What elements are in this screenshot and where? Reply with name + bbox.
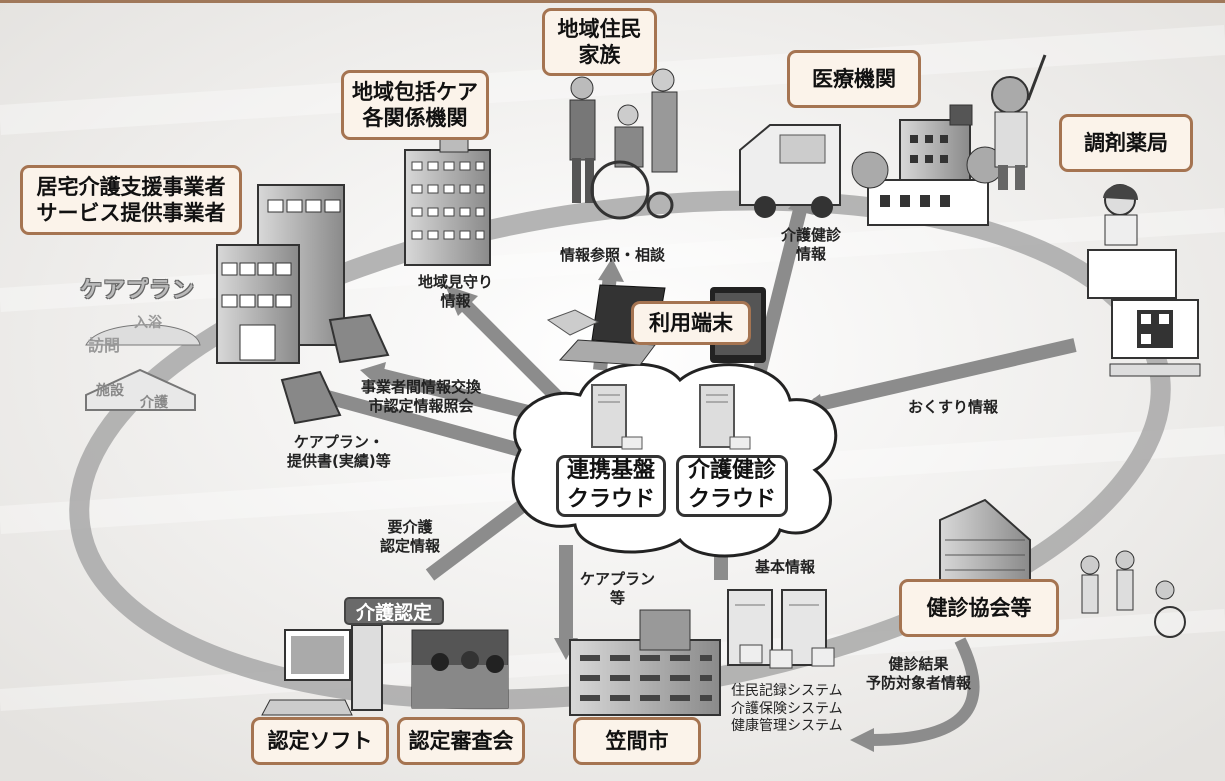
provider-building-front-icon	[216, 244, 300, 364]
box-user-terminal: 利用端末	[631, 301, 751, 345]
box-yakkyoku-line1: 調剤薬局	[1084, 130, 1168, 155]
houmon-art: 訪問	[88, 336, 121, 355]
label-careplan-to: ケアプラン 等	[580, 570, 655, 608]
cloud-kaigo-line1: 介護健診	[687, 458, 776, 484]
box-jumin-line1: 地域住民	[557, 16, 642, 41]
careplan-logo-art: ケアプラン	[80, 278, 196, 303]
label-careplan-teikyo-line2: 提供書(実績)等	[287, 451, 391, 470]
ambulance-icon	[739, 124, 841, 218]
arrow-kenshin-kekka	[869, 637, 980, 746]
box-kyotaku-line2: サービス提供事業者	[36, 201, 226, 225]
box-jumin-line2: 家族	[578, 43, 621, 67]
label-kaigo-info-line1: 介護健診	[781, 226, 842, 244]
nintei-pc-icon	[261, 624, 383, 716]
pharmacist-illustration	[1087, 184, 1177, 299]
top-rule	[0, 0, 1225, 3]
arrowhead-mimamori	[445, 285, 478, 316]
box-nintei-soft: 認定ソフト	[251, 717, 389, 765]
label-jigyosha-line1: 事業者間情報交換	[361, 378, 482, 396]
box-medical-institution: 医療機関	[787, 50, 921, 108]
label-yokaigo-line2: 認定情報	[380, 536, 441, 555]
arrow-okusuri	[813, 338, 1077, 412]
arrow-yokaigo	[425, 494, 535, 581]
community-center-building-icon	[404, 131, 491, 266]
box-nintei-shinsa: 認定審査会	[397, 717, 525, 765]
cloud-label-kaigo-kenshin: 介護健診 クラウド	[676, 455, 788, 517]
box-kasama-line1: 笠間市	[605, 728, 669, 753]
cloud-server-left	[591, 384, 643, 450]
label-careplan-teikyo: ケアプラン・ 提供書(実績)等	[287, 433, 391, 471]
label-mimamori-line1: 地域見守り	[418, 273, 494, 291]
phone-icon	[546, 309, 600, 336]
label-jigyosha: 事業者間情報交換 市認定情報照会	[361, 378, 481, 416]
box-residents-family: 地域住民 家族	[542, 8, 657, 76]
label-kihon: 基本情報	[755, 558, 815, 577]
arrow-kaigo-kenshin-info	[753, 208, 807, 372]
box-pharmacy: 調剤薬局	[1059, 114, 1193, 172]
label-systems-line1: 住民記録システム	[731, 683, 843, 699]
label-jigyosha-line2: 市認定情報照会	[368, 396, 474, 415]
care-services-illustration	[85, 324, 201, 411]
box-kyotaku-line1: 居宅介護支援事業者	[36, 174, 226, 199]
arrowhead-jigyosha	[360, 362, 386, 388]
label-kenshin-kekka: 健診結果 予防対象者情報	[866, 655, 971, 693]
residents-family-illustration	[569, 68, 678, 220]
cloud-server-right	[699, 384, 751, 450]
city-hall-building-icon	[569, 609, 721, 716]
label-systems-line3: 健康管理システム	[731, 718, 843, 734]
label-kihon-line1: 基本情報	[755, 558, 816, 576]
label-yokaigo-line1: 要介護	[387, 518, 433, 536]
box-nintei-soft-line1: 認定ソフト	[267, 728, 373, 753]
box-houkatsu-line2: 各関係機関	[362, 106, 468, 130]
arrow-mimamori	[455, 295, 565, 405]
arrow-careplan	[318, 388, 522, 457]
arrowhead-sansho	[598, 258, 624, 282]
hospital-building-icon	[851, 104, 1004, 226]
box-iryo-line1: 医療機関	[812, 66, 896, 91]
cloud-label-renkei: 連携基盤 クラウド	[556, 455, 666, 517]
box-houkatsu-line1: 地域包括ケア	[352, 79, 478, 104]
box-nintei-shinsa-line1: 認定審査会	[408, 728, 514, 753]
cloud-kaigo-line2: クラウド	[687, 487, 776, 512]
label-okusuri-line1: おくすり情報	[908, 398, 999, 416]
document-stack-icon	[280, 313, 390, 425]
label-kenshin-kekka-line2: 予防対象者情報	[866, 673, 972, 692]
kaigo-nintei-badge: 介護認定	[344, 597, 444, 625]
health-association-building-icon	[939, 498, 1031, 591]
nyuyoku-art: 入浴	[134, 315, 162, 331]
box-kasama-city: 笠間市	[573, 717, 701, 765]
box-community-care: 地域包括ケア 各関係機関	[341, 70, 489, 140]
arrowhead-kenshin-kekka	[850, 728, 874, 752]
exercising-people-illustration	[1080, 550, 1186, 638]
qr-monitor-icon	[1109, 299, 1201, 377]
cloud-renkei-line2: クラウド	[566, 487, 655, 512]
box-kenshin-kyokai-line1: 健診協会等	[926, 595, 1032, 620]
label-mimamori-line2: 情報	[440, 291, 471, 310]
label-careplan-to-line2: 等	[610, 588, 626, 607]
box-health-association: 健診協会等	[899, 579, 1059, 637]
label-okusuri: おくすり情報	[908, 398, 998, 417]
label-mimamori: 地域見守り 情報	[418, 273, 493, 311]
label-careplan-to-line1: ケアプラン	[580, 570, 656, 588]
label-kaigo-kenshin-info: 介護健診 情報	[781, 226, 841, 264]
label-kaigo-info-line2: 情報	[796, 244, 827, 263]
label-sansho-line1: 情報参照・相談	[560, 246, 666, 264]
box-riyou-line1: 利用端末	[649, 310, 733, 335]
label-systems-line2: 介護保険システム	[731, 700, 843, 717]
shisetsu-art: 施設	[96, 383, 124, 399]
kaigo-art: 介護	[140, 395, 168, 411]
review-meeting-photo	[411, 629, 509, 709]
base-system-servers-icon	[727, 589, 835, 669]
label-kenshin-kekka-line1: 健診結果	[888, 655, 949, 673]
label-yokaigo: 要介護 認定情報	[380, 518, 440, 556]
label-systems: 住民記録システム 介護保険システム 健康管理システム	[731, 683, 843, 736]
box-kyotaku-providers: 居宅介護支援事業者 サービス提供事業者	[20, 165, 242, 235]
label-careplan-teikyo-line1: ケアプラン・	[293, 433, 384, 451]
cloud-renkei-line1: 連携基盤	[566, 458, 655, 484]
label-sansho: 情報参照・相談	[560, 246, 665, 265]
doctor-illustration	[991, 54, 1047, 190]
